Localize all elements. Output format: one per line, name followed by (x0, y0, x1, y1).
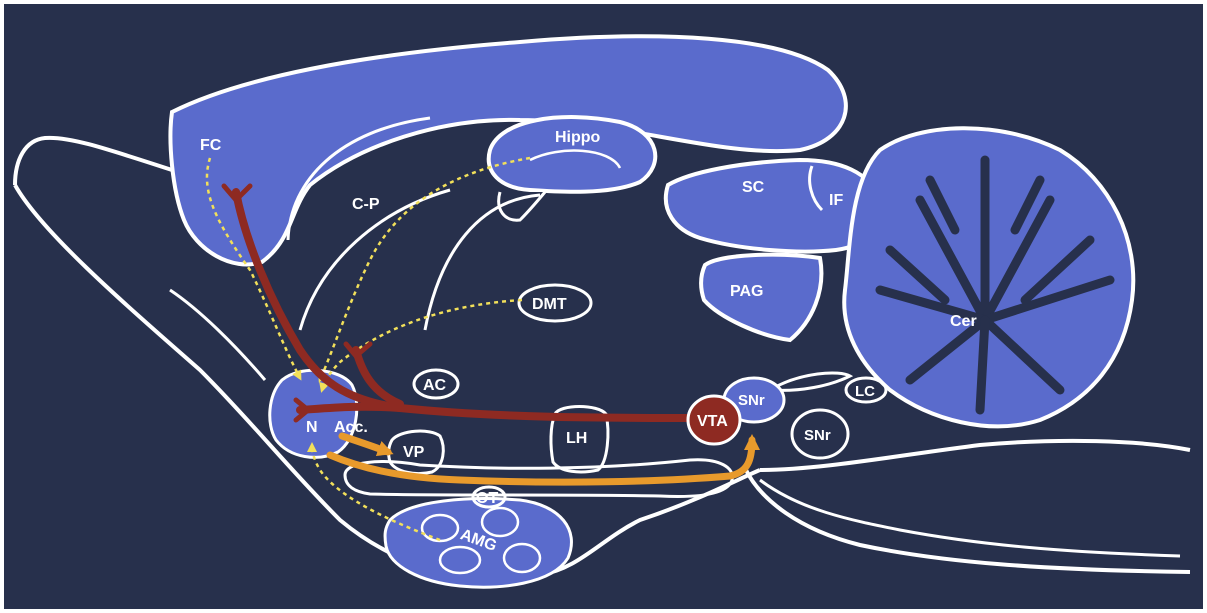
label-if: IF (829, 192, 843, 209)
label-cer: Cer (950, 313, 977, 330)
label-snr-lower: SNr (804, 427, 831, 444)
label-hippo: Hippo (555, 129, 601, 146)
label-pag: PAG (730, 283, 763, 300)
label-ac: AC (423, 377, 447, 394)
label-lc: LC (855, 383, 875, 400)
label-vta: VTA (697, 413, 728, 430)
label-acc: Acc. (334, 419, 368, 436)
nucleus-accumbens-region (270, 370, 357, 457)
label-n: N (306, 419, 318, 436)
label-vp: VP (403, 444, 425, 461)
label-ot: OT (476, 490, 498, 507)
label-snr-upper: SNr (738, 392, 765, 409)
label-dmt: DMT (532, 296, 567, 313)
label-sc: SC (742, 179, 765, 196)
label-lh: LH (566, 430, 587, 447)
label-cp: C-P (352, 196, 380, 213)
label-fc: FC (200, 137, 222, 154)
